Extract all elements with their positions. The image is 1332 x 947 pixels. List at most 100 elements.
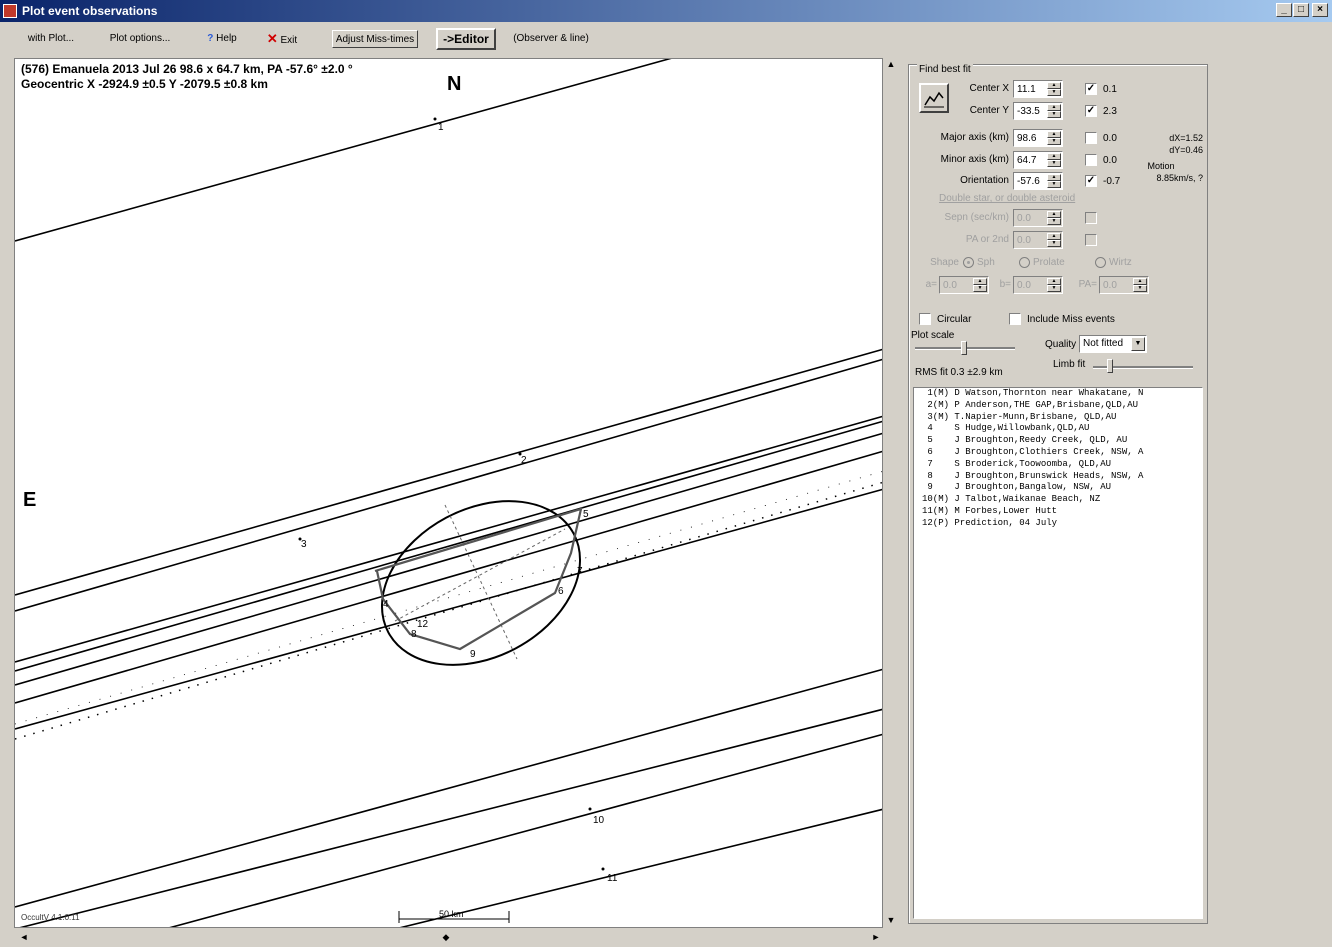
observer-list-item[interactable]: 12(P) Prediction, 04 July (922, 517, 1058, 528)
scale-bar-label: 50 km (439, 909, 464, 919)
observer-list-item[interactable]: 7 S Broderick,Toowoomba, QLD,AU (922, 458, 1112, 469)
dy-value: dY=0.46 (1169, 145, 1203, 155)
separation-input[interactable] (1015, 211, 1047, 225)
center-x-checkbox[interactable]: ✓ (1085, 83, 1097, 95)
chord-marker (433, 117, 437, 121)
b-spinner[interactable]: ▲▼ (1013, 276, 1063, 294)
maximize-button[interactable]: □ (1293, 3, 1309, 17)
scroll-handle-icon[interactable]: ◆ (442, 932, 450, 942)
spin-up-icon[interactable]: ▲ (1047, 104, 1061, 111)
b-input[interactable] (1015, 278, 1047, 292)
plot-vertical-scrollbar[interactable]: ▲ ▼ (883, 58, 899, 928)
center-x-input[interactable] (1015, 82, 1047, 96)
minor-axis-spinner[interactable]: ▲▼ (1013, 151, 1063, 169)
observer-list-item[interactable]: 4 S Hudge,Willowbank,QLD,AU (922, 423, 1090, 434)
chord-line (19, 708, 882, 927)
center-y-checkbox[interactable]: ✓ (1085, 105, 1097, 117)
scroll-up-icon[interactable]: ▲ (886, 59, 896, 69)
double-star-link[interactable]: Double star, or double asteroid (939, 193, 1076, 204)
shape-wirtz-radio[interactable] (1095, 257, 1106, 268)
observer-list[interactable]: 1(M) D Watson,Thornton near Whakatane, N… (913, 387, 1203, 919)
a-spinner[interactable]: ▲▼ (939, 276, 989, 294)
spin-down-icon[interactable]: ▼ (1047, 160, 1061, 167)
a-input[interactable] (941, 278, 973, 292)
spin-down-icon[interactable]: ▼ (1047, 138, 1061, 145)
pa2-input[interactable] (1101, 278, 1133, 292)
pa-spinner[interactable]: ▲▼ (1013, 231, 1063, 249)
observer-list-item[interactable]: 3(M) T.Napier-Munn,Brisbane, QLD,AU (922, 411, 1117, 422)
spin-down-icon[interactable]: ▼ (1133, 285, 1147, 292)
pa-input[interactable] (1015, 233, 1047, 247)
bottom-scrollbar[interactable]: ◄ ◆ ► (0, 928, 1332, 947)
observer-list-item[interactable]: 10(M) J Talbot,Waikanae Beach, NZ (922, 494, 1101, 505)
adjust-miss-times-button[interactable]: Adjust Miss-times (332, 30, 418, 48)
shape-sph-radio[interactable] (963, 257, 974, 268)
editor-button[interactable]: ->Editor (436, 28, 496, 50)
separation-spinner[interactable]: ▲▼ (1013, 209, 1063, 227)
chevron-down-icon[interactable]: ▼ (1131, 337, 1145, 351)
observer-list-item[interactable]: 5 J Broughton,Reedy Creek, QLD, AU (922, 435, 1128, 446)
observer-list-item[interactable]: 8 J Broughton,Brunswick Heads, NSW, A (922, 470, 1144, 481)
observer-list-item[interactable]: 1(M) D Watson,Thornton near Whakatane, N (922, 388, 1144, 398)
major-axis-input[interactable] (1015, 131, 1047, 145)
spin-down-icon[interactable]: ▼ (1047, 181, 1061, 188)
spin-down-icon[interactable]: ▼ (1047, 218, 1061, 225)
chord-line (399, 808, 882, 927)
spin-up-icon[interactable]: ▲ (1047, 174, 1061, 181)
pa-label: PA or 2nd (965, 234, 1009, 245)
dotted-line (15, 471, 882, 725)
help-menu[interactable]: ? Help (207, 33, 237, 44)
scroll-right-icon[interactable]: ► (871, 932, 881, 942)
plot-options-menu[interactable]: Plot options... (109, 33, 171, 44)
chord-marker (601, 867, 605, 871)
spin-up-icon[interactable]: ▲ (1133, 278, 1147, 285)
center-y-spinner[interactable]: ▲▼ (1013, 102, 1063, 120)
circular-checkbox[interactable] (919, 313, 931, 325)
spin-up-icon[interactable]: ▲ (1047, 278, 1061, 285)
exit-menu[interactable]: ✕ Exit (266, 31, 298, 46)
center-y-input[interactable] (1015, 104, 1047, 118)
spin-up-icon[interactable]: ▲ (1047, 233, 1061, 240)
spin-up-icon[interactable]: ▲ (973, 278, 987, 285)
with-plot-menu[interactable]: with Plot... (27, 33, 75, 44)
shape-prolate-radio[interactable] (1019, 257, 1030, 268)
scroll-left-icon[interactable]: ◄ (19, 932, 29, 942)
orientation-checkbox[interactable]: ✓ (1085, 175, 1097, 187)
fit-button[interactable] (919, 83, 949, 113)
limb-fit-slider[interactable] (1107, 359, 1113, 373)
major-axis-spinner[interactable]: ▲▼ (1013, 129, 1063, 147)
observer-list-item[interactable]: 11(M) M Forbes,Lower Hutt (922, 505, 1058, 516)
pa-checkbox[interactable] (1085, 234, 1097, 246)
pa2-spinner[interactable]: ▲▼ (1099, 276, 1149, 294)
spin-down-icon[interactable]: ▼ (973, 285, 987, 292)
minor-axis-checkbox[interactable] (1085, 154, 1097, 166)
center-x-spinner[interactable]: ▲▼ (1013, 80, 1063, 98)
plot-scale-slider[interactable] (961, 341, 967, 355)
quality-dropdown[interactable]: Not fitted ▼ (1079, 335, 1147, 353)
app-icon (3, 4, 17, 18)
scroll-down-icon[interactable]: ▼ (886, 915, 896, 925)
close-button[interactable]: × (1312, 3, 1328, 17)
spin-up-icon[interactable]: ▲ (1047, 131, 1061, 138)
spin-down-icon[interactable]: ▼ (1047, 111, 1061, 118)
observer-list-item[interactable]: 2(M) P Anderson,THE GAP,Brisbane,QLD,AU (922, 399, 1139, 410)
window-title: Plot event observations (22, 4, 158, 18)
orientation-spinner[interactable]: ▲▼ (1013, 172, 1063, 190)
minimize-button[interactable]: _ (1276, 3, 1292, 17)
toolbar: with Plot... Plot options... ? Help ✕ Ex… (0, 22, 1332, 56)
spin-down-icon[interactable]: ▼ (1047, 89, 1061, 96)
separation-checkbox[interactable] (1085, 212, 1097, 224)
spin-up-icon[interactable]: ▲ (1047, 153, 1061, 160)
spin-up-icon[interactable]: ▲ (1047, 211, 1061, 218)
observer-list-item[interactable]: 6 J Broughton,Clothiers Creek, NSW, A (922, 446, 1144, 457)
chord-label: 6 (558, 586, 564, 597)
include-miss-checkbox[interactable] (1009, 313, 1021, 325)
spin-up-icon[interactable]: ▲ (1047, 82, 1061, 89)
major-axis-checkbox[interactable] (1085, 132, 1097, 144)
observer-list-item[interactable]: 9 J Broughton,Bangalow, NSW, AU (922, 482, 1112, 493)
spin-down-icon[interactable]: ▼ (1047, 240, 1061, 247)
spin-down-icon[interactable]: ▼ (1047, 285, 1061, 292)
orientation-input[interactable] (1015, 174, 1047, 188)
minor-axis-input[interactable] (1015, 153, 1047, 167)
